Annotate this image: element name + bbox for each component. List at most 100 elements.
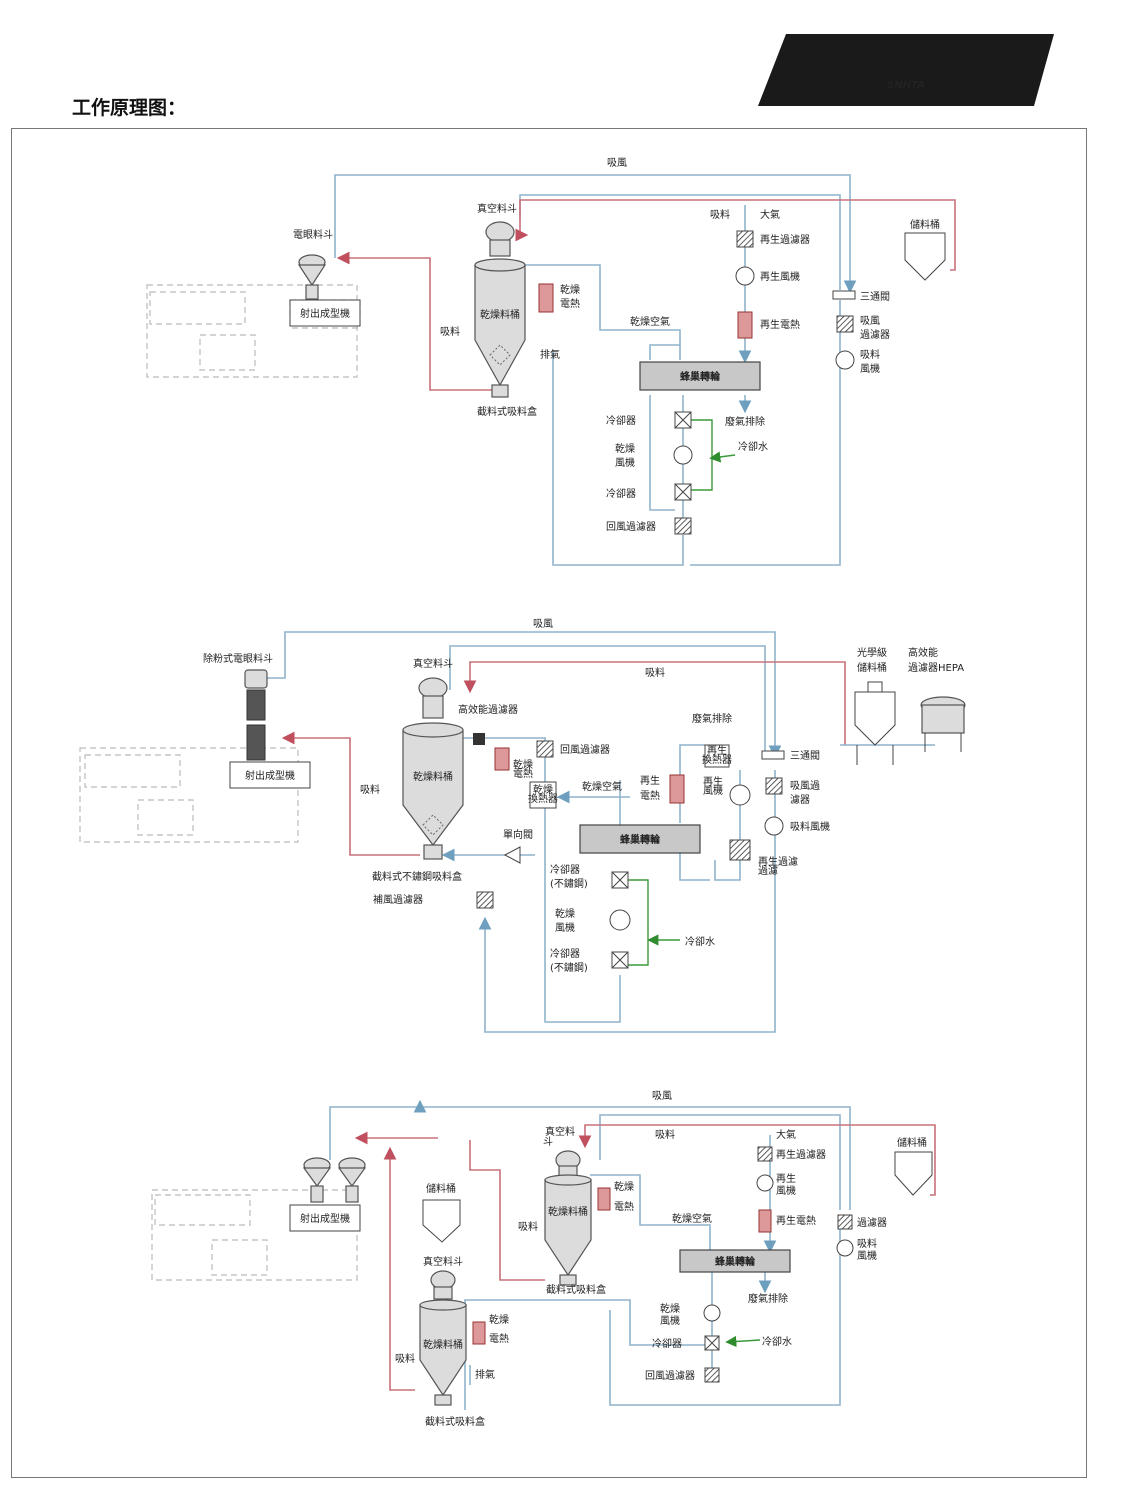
makeup-filter (476, 891, 494, 909)
drying-hopper-label: 乾燥料桶 (480, 308, 520, 321)
regen-heater-label: 再生電熱 (776, 1214, 816, 1227)
regen-filter-label: 再生過濾器 (760, 233, 810, 246)
drying-hopper-vessel (474, 221, 526, 398)
regen-filter-small-label-1: 再生過濾 (758, 855, 798, 868)
suction-filter-label-2: 濾器 (790, 793, 810, 806)
suction-blower-label-1: 吸料 (857, 1237, 877, 1250)
filter-label: 過濾器 (857, 1216, 887, 1229)
suction-air-label: 吸風 (652, 1090, 672, 1102)
cooling-water-label: 冷卻水 (738, 440, 768, 453)
cooler-bottom-label: 冷卻器 (606, 487, 636, 500)
injection-machine-label: 射出成型機 (300, 1212, 350, 1225)
material-box-label: 截料式吸料盒 (477, 405, 537, 418)
material-box-bottom-label: 截料式吸料盒 (425, 1415, 485, 1428)
storage-bin-label: 儲料桶 (910, 218, 940, 231)
honeycomb-wheel (639, 361, 761, 391)
vacuum-hopper-top-label-1: 真空料 (545, 1125, 575, 1138)
drying-blower-label-2: 風機 (615, 456, 635, 469)
optical-storage-bin (854, 681, 896, 765)
cooler-label: 冷卻器 (652, 1337, 682, 1350)
material-suction-top (578, 1124, 936, 1196)
drying-heater-small-label-1: 乾燥 (513, 758, 533, 771)
drying-heater-top-label-1: 乾燥 (614, 1180, 634, 1193)
return-filter-label: 回風過濾器 (606, 520, 656, 533)
regen-filter-small (729, 839, 751, 861)
suction-blower (764, 816, 784, 836)
drying-blower-label-1: 乾燥 (615, 442, 635, 455)
suction-blower-label-2: 風機 (860, 362, 880, 375)
drying-blower (703, 1304, 721, 1322)
return-filter-label: 回風過濾器 (560, 743, 610, 756)
vacuum-hopper-label: 真空料斗 (413, 657, 453, 670)
vacuum-hopper-label: 真空料斗 (477, 202, 517, 215)
drying-exchanger-label-1: 乾燥 (533, 783, 553, 796)
honeycomb-wheel (679, 1249, 791, 1273)
honeycomb-wheel-label: 蜂巢轉輪 (620, 833, 661, 846)
injection-machine-box (229, 761, 311, 789)
suction-material-top-label: 吸料 (645, 666, 665, 679)
vacuum-hopper-top-label-2: 斗 (543, 1136, 553, 1148)
suction-filter-label-1: 吸風過 (790, 780, 820, 792)
waste-exhaust-label: 廢氣排除 (725, 415, 765, 428)
material-mid (469, 1140, 545, 1281)
injection-machine-label: 射出成型機 (245, 769, 295, 782)
cooler-bottom-label-1: 冷卻器 (550, 947, 580, 960)
material-suction-left (383, 1146, 415, 1391)
vacuum-hopper-bottom-label: 真空料斗 (423, 1255, 463, 1268)
drying-air-pipe (590, 1174, 711, 1250)
suction-material-top-label: 吸料 (710, 208, 730, 221)
drying-heater-top (597, 1187, 611, 1211)
suction-material-left-label: 吸料 (440, 325, 460, 338)
diagram-2: 射出成型機 除粉式電眼料斗 真空料斗 乾燥料 (79, 618, 966, 1033)
injection-machine-outline (79, 747, 299, 843)
hepa-label-2: 過濾器HEPA (908, 661, 964, 674)
logo-text: SNHTA (887, 80, 925, 91)
suction-air-pipe (329, 1106, 851, 1210)
drying-exchanger-label-2: 換熱器 (528, 792, 558, 805)
drying-heater-bottom-label-1: 乾燥 (489, 1313, 509, 1326)
material-suction-top (515, 199, 956, 271)
diagram-3: 射出成型機 真空料 斗 乾 (151, 1090, 936, 1428)
waste-exhaust-label: 廢氣排除 (692, 712, 732, 725)
regen-heater (669, 774, 685, 804)
regen-filter-small-label-2: 過濾 (758, 864, 778, 877)
drying-hopper-vessel (402, 677, 464, 860)
storage-bin (904, 232, 946, 281)
regen-heater (737, 311, 753, 339)
waste-exhaust-label: 廢氣排除 (748, 1292, 788, 1305)
makeup-filter-label: 補風過濾器 (373, 893, 423, 906)
honeycomb-wheel-label: 蜂巢轉輪 (715, 1255, 756, 1268)
honeycomb-wheel-label: 蜂巢轉輪 (680, 370, 721, 383)
drying-blower-label-2: 風機 (660, 1314, 680, 1327)
regen-filter (757, 1146, 773, 1162)
suction-blower-label-2: 風機 (857, 1249, 877, 1262)
three-way-valve-label: 三通閥 (860, 291, 890, 303)
drying-heater-bottom (472, 1321, 486, 1345)
regen-blower-small-label-2: 風機 (703, 784, 723, 797)
hopper-air-pipe (449, 645, 766, 755)
regen-heater-label-2: 電熱 (640, 789, 660, 802)
drying-return-pipe (544, 808, 621, 1023)
filter (837, 1214, 853, 1230)
drying-air-label: 乾燥空氣 (630, 315, 670, 328)
honeycomb-wheel (579, 824, 701, 854)
suction-return-pipe (609, 1225, 841, 1406)
drying-air-label: 乾燥空氣 (672, 1212, 712, 1225)
suction-air-label: 吸風 (533, 618, 553, 630)
drying-hopper-top-vessel (544, 1150, 592, 1286)
drying-heater (538, 283, 554, 313)
suction-material-mid-label: 吸料 (518, 1220, 538, 1233)
drying-hopper-bottom-label: 乾燥料桶 (423, 1338, 463, 1351)
page-title: 工作原理图： (72, 97, 187, 119)
hepa-pipe (460, 737, 546, 782)
hepa-filter-small (473, 733, 485, 745)
regen-filter (736, 230, 754, 248)
drying-exchanger (529, 781, 557, 809)
exhaust-label: 排氣 (540, 348, 560, 361)
drying-blower-label-1: 乾燥 (555, 907, 575, 920)
suction-air-pipe (265, 631, 782, 759)
three-way-valve (761, 750, 785, 760)
hopper-air-pipe (599, 1114, 841, 1210)
snhta-logo: SNHTA (758, 34, 1054, 106)
cooling-water-label: 冷卻水 (762, 1335, 792, 1348)
